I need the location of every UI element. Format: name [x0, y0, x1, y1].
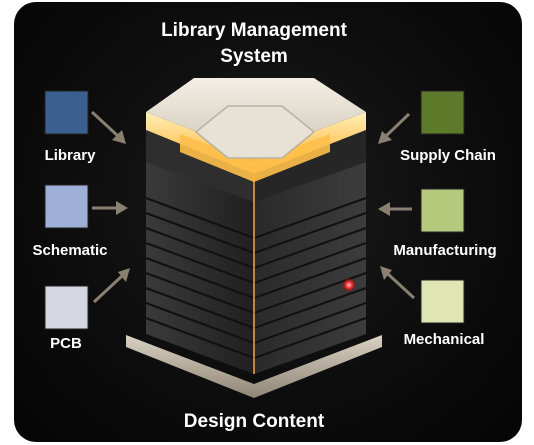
title-line-1: Library Management	[161, 20, 347, 41]
supply-chain-swatch	[420, 90, 465, 135]
arrow-block-to-supply-chain	[378, 112, 411, 144]
bottom-label: Design Content	[184, 411, 325, 432]
arrow-pcb-to-block	[92, 268, 130, 304]
manufacturing-label: Manufacturing	[393, 242, 496, 259]
pcb-swatch	[44, 285, 89, 330]
glow-inner	[180, 134, 330, 182]
arrow-block-to-mechanical	[380, 266, 416, 300]
left-layers	[145, 197, 255, 359]
right-layers	[253, 197, 367, 359]
schematic-label: Schematic	[32, 242, 107, 259]
collar-left	[146, 130, 254, 202]
cap-hexagon	[194, 105, 316, 159]
mechanical-label: Mechanical	[404, 331, 485, 348]
diagram-frame: Library Management System	[14, 2, 522, 442]
status-indicator-light	[342, 278, 356, 292]
supply-chain-label: Supply Chain	[400, 147, 496, 164]
left-inputs: Library Schematic PCB	[32, 90, 108, 352]
mechanical-swatch	[420, 279, 465, 324]
schematic-swatch	[44, 184, 89, 229]
right-outputs: Supply Chain Manufacturing Mechanical	[393, 90, 497, 348]
manufacturing-swatch	[420, 188, 465, 233]
block-base	[126, 335, 382, 398]
arrows	[90, 110, 416, 304]
arrow-schematic-to-block	[92, 201, 128, 215]
arrow-library-to-block	[90, 110, 126, 144]
central-block	[126, 78, 382, 398]
pcb-label: PCB	[50, 335, 82, 352]
library-swatch	[44, 90, 89, 135]
collar-right	[254, 130, 366, 202]
diagram-canvas: Library Management System	[32, 20, 497, 432]
library-label: Library	[45, 147, 97, 164]
arrow-block-to-manufacturing	[378, 202, 412, 216]
title-line-2: System	[220, 46, 288, 67]
